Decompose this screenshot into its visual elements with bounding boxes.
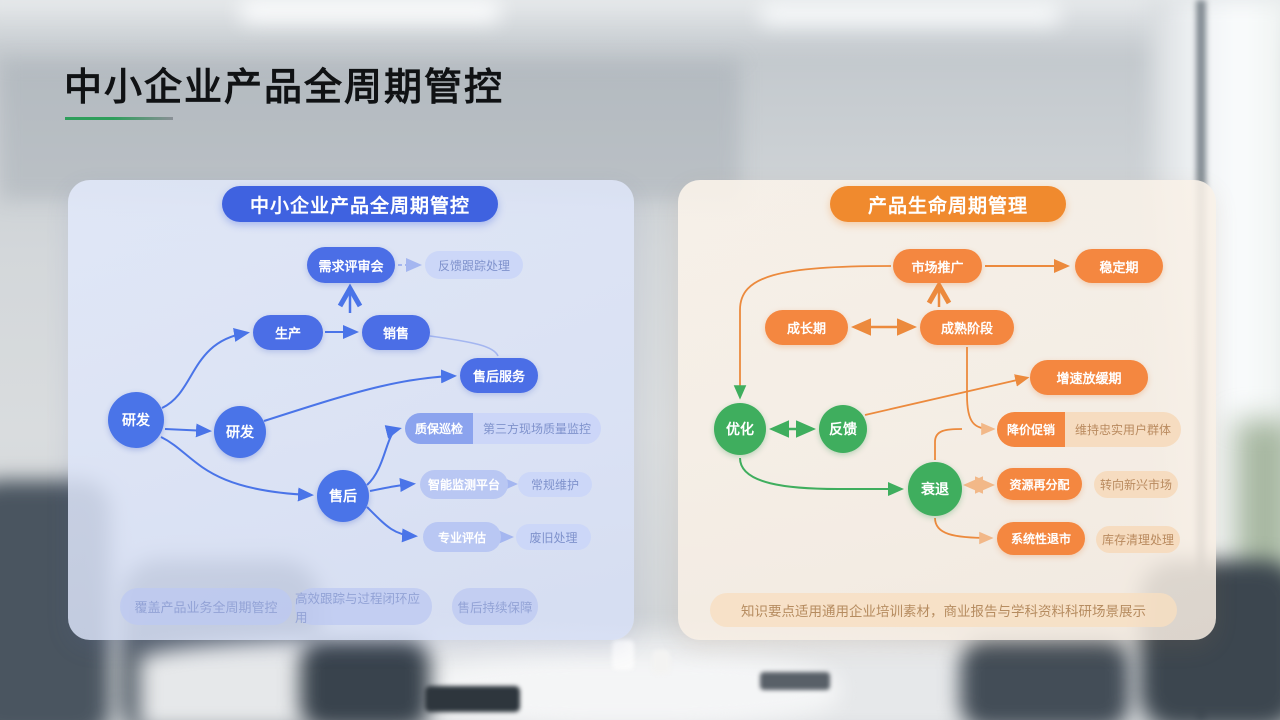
node-after-sales-service: 售后服务 — [460, 358, 538, 393]
node-mature-stage: 成熟阶段 — [920, 310, 1014, 345]
left-footer-pill-2: 高效跟踪与过程闭环应用 — [295, 588, 432, 625]
right-card-header: 产品生命周期管理 — [830, 186, 1066, 222]
node-discount-promo: 降价促销 维持忠实用户群体 — [997, 412, 1182, 447]
wall-shadow — [0, 60, 740, 200]
node-feedback-track: 反馈跟踪处理 — [425, 251, 523, 279]
title-underline — [65, 117, 173, 120]
discount-promo-note: 维持忠实用户群体 — [1065, 412, 1182, 447]
right-flowchart-card: 产品生命周期管理 — [678, 180, 1216, 640]
node-exit-market: 系统性退市 — [997, 522, 1085, 555]
node-quality-check: 质保巡检 第三方现场质量监控 — [405, 413, 602, 444]
quality-check-label: 质保巡检 — [405, 413, 474, 444]
cup — [612, 640, 634, 670]
ceiling-light — [760, 4, 1060, 24]
node-growth-stage: 成长期 — [765, 310, 848, 345]
left-flowchart-card: 中小企业产品全周期管控 — [68, 180, 634, 640]
office-chair — [960, 640, 1130, 720]
node-pro-assess-note: 废旧处理 — [516, 524, 591, 550]
node-smart-monitor: 智能监测平台 — [420, 470, 508, 499]
node-decline: 衰退 — [908, 462, 962, 516]
right-card-caption: 知识要点适用通用企业培训素材，商业报告与学科资料科研场景展示 — [710, 593, 1177, 627]
ceiling-light — [240, 0, 500, 22]
tablet — [760, 672, 830, 690]
node-optimize: 优化 — [714, 403, 766, 455]
left-footer-pill-1: 覆盖产品业务全周期管控 — [120, 588, 292, 625]
node-slowdown: 增速放缓期 — [1030, 360, 1148, 395]
left-card-header: 中小企业产品全周期管控 — [222, 186, 498, 222]
node-production: 生产 — [253, 315, 323, 350]
office-chair — [300, 640, 430, 720]
node-rd-sub: 研发 — [214, 406, 266, 458]
node-pro-assess: 专业评估 — [423, 522, 501, 552]
left-footer-pill-3: 售后持续保障 — [452, 588, 538, 625]
page-title: 中小企业产品全周期管控 — [64, 67, 505, 109]
laptop — [425, 686, 520, 712]
node-smart-monitor-note: 常规维护 — [518, 472, 592, 497]
node-sales: 销售 — [362, 315, 430, 350]
ceiling — [0, 0, 1280, 55]
node-demand-review: 需求评审会 — [307, 247, 395, 283]
discount-promo-label: 降价促销 — [997, 412, 1066, 447]
cup — [652, 650, 670, 674]
node-resource-realloc-note: 转向新兴市场 — [1094, 471, 1178, 498]
quality-check-note: 第三方现场质量监控 — [473, 413, 602, 444]
node-market-promo: 市场推广 — [893, 249, 982, 283]
node-stable-stage: 稳定期 — [1075, 249, 1163, 283]
node-feedback: 反馈 — [819, 405, 867, 453]
node-after-sales: 售后 — [317, 470, 369, 522]
node-resource-realloc: 资源再分配 — [997, 468, 1082, 500]
node-rd-main: 研发 — [108, 392, 164, 448]
node-exit-market-note: 库存清理处理 — [1096, 526, 1180, 553]
